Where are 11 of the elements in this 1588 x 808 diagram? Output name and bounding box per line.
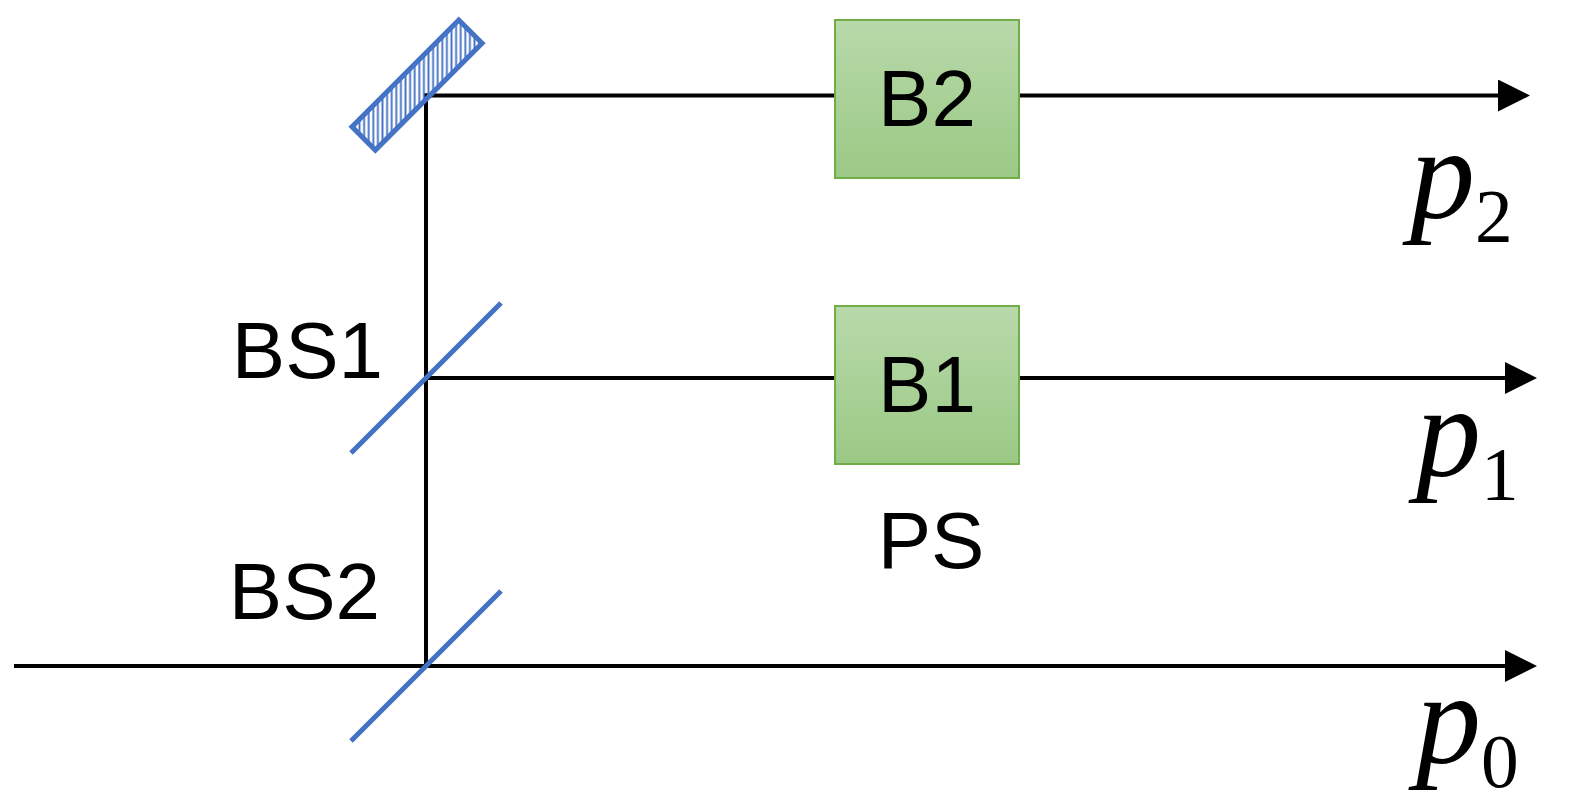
output-label: p$_{2}$	[1396, 149, 1521, 253]
box-label: B1	[878, 345, 976, 425]
component-label: BS1	[231, 311, 383, 391]
mirror	[347, 15, 487, 155]
output-label: p$_{0}$	[1402, 694, 1527, 798]
component-label: BS2	[228, 552, 380, 632]
box-label: B2	[878, 59, 976, 139]
component-box	[834, 305, 1020, 465]
component-label: PS	[877, 501, 985, 581]
output-label: p$_{1}$	[1402, 407, 1527, 511]
component-box	[834, 19, 1020, 179]
